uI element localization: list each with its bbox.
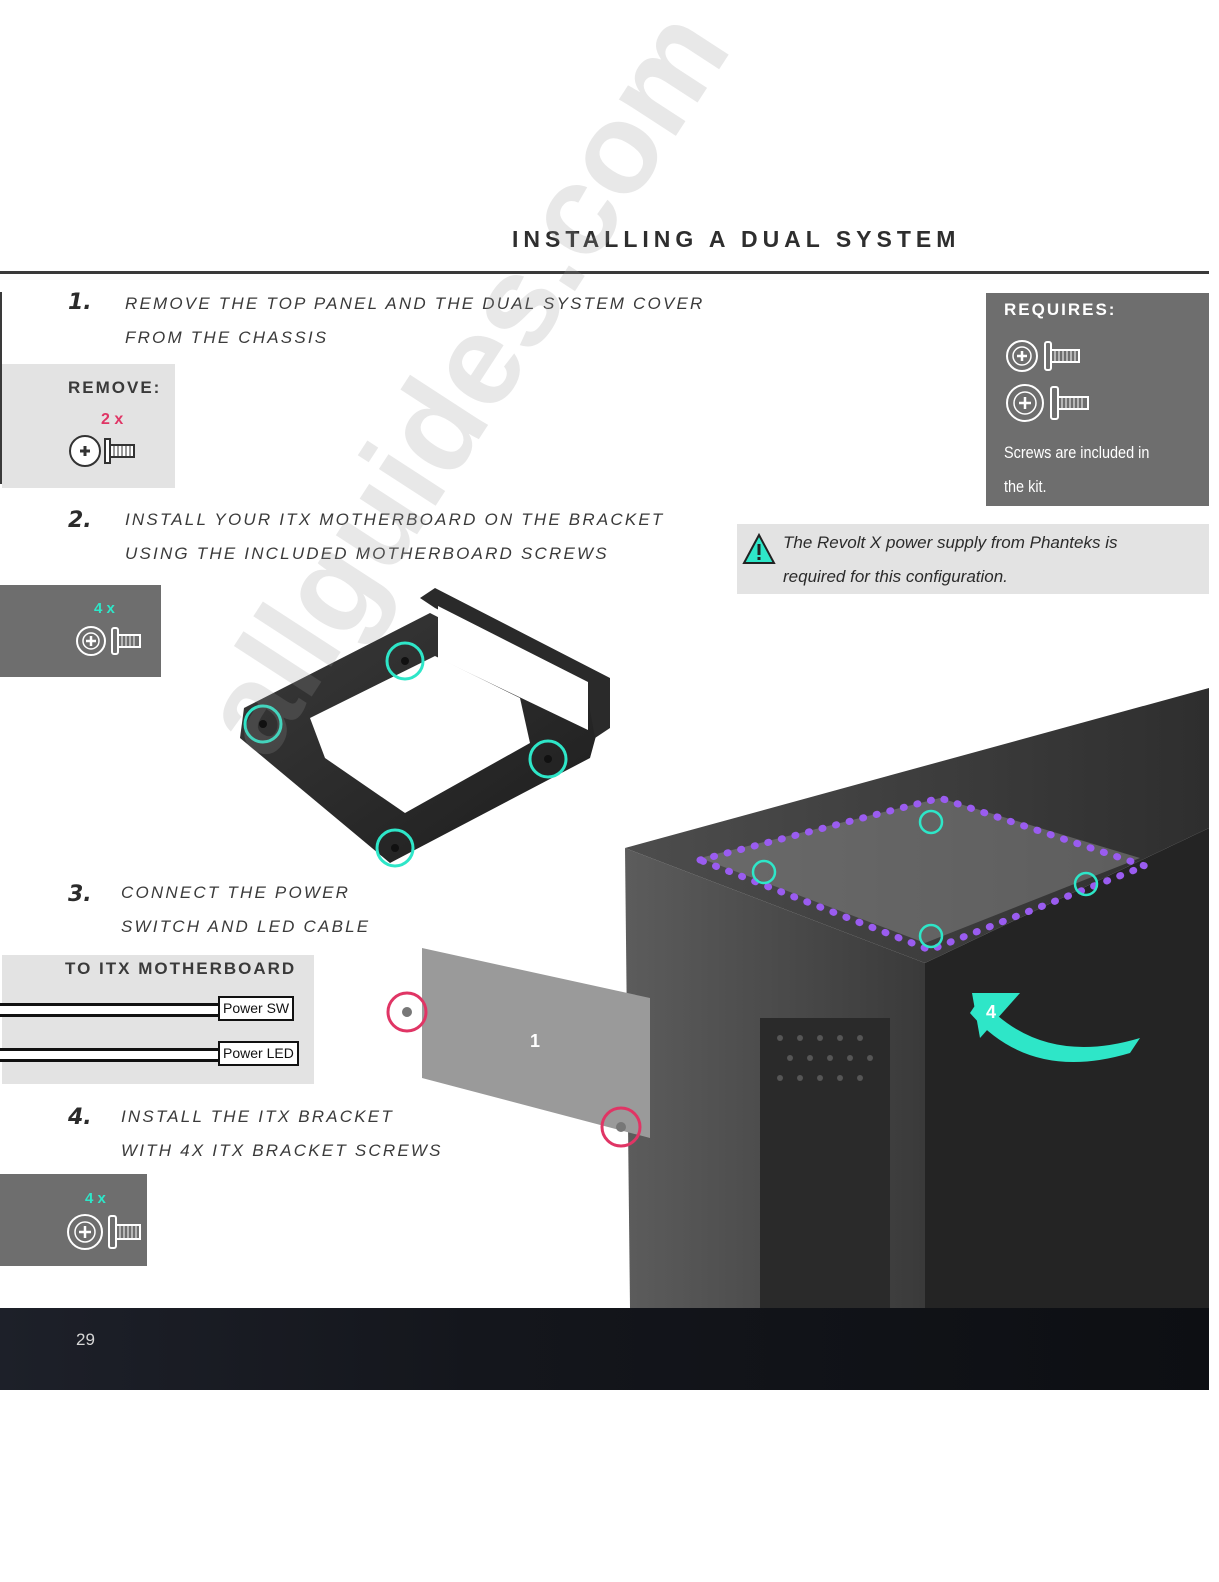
page-title: INSTALLING A DUAL SYSTEM [512,226,961,252]
screw-icon [1006,340,1080,372]
warning-line: required for this configuration. [783,567,1008,586]
step-1-number: 1. [68,290,92,315]
bracket-screw-marker [385,641,425,681]
bracket-screw-marker [243,704,283,744]
step-3-line: CONNECT THE POWER [121,883,351,902]
screw-icon [67,1214,141,1250]
requires-note-line: Screws are included in [1004,443,1150,462]
power-led-label: Power LED [218,1041,299,1066]
remove-title: REMOVE: [68,378,162,397]
step-2-number: 2. [68,508,92,533]
step-4-line: INSTALL THE ITX BRACKET [121,1107,394,1126]
step-3-line: SWITCH AND LED CABLE [121,917,371,936]
warning-triangle-icon [742,533,776,564]
step-4-screw-count: 4 x [85,1190,106,1207]
bracket-screw-marker [528,739,568,779]
bracket-screw-marker [375,828,415,868]
page-number: 29 [76,1330,95,1349]
step-2-screw-count: 4 x [94,600,115,617]
step-4-number: 4. [68,1105,92,1130]
itx-bracket-illustration [240,588,610,868]
warning-text: The Revolt X power supply from Phanteks … [783,526,1117,594]
step-3-number: 3. [68,882,92,907]
requires-note-line: the kit. [1004,477,1047,496]
callout-1-label: 1 [530,1031,541,1051]
power-sw-label: Power SW [218,996,295,1021]
itx-cable-title: TO ITX MOTHERBOARD [65,959,297,978]
requires-title: REQUIRES: [1004,300,1117,319]
step-1-line: REMOVE THE TOP PANEL AND THE DUAL SYSTEM… [125,294,705,313]
step-4-text: INSTALL THE ITX BRACKET WITH 4X ITX BRAC… [121,1100,443,1168]
step-2-line: USING THE INCLUDED MOTHERBOARD SCREWS [125,544,609,563]
step-2-text: INSTALL YOUR ITX MOTHERBOARD ON THE BRAC… [125,503,665,571]
screw-icon [69,435,135,467]
power-sw-cable [0,1003,222,1017]
step-2-line: INSTALL YOUR ITX MOTHERBOARD ON THE BRAC… [125,510,665,529]
requires-note: Screws are included in the kit. [1004,436,1149,504]
left-margin-rule [0,292,2,484]
callout-4-label: 4 [986,1002,997,1022]
requires-panel [986,293,1209,506]
step-1-line: FROM THE CHASSIS [125,328,329,347]
screw-icon [1006,384,1089,422]
footer-bar [0,1308,1209,1390]
screw-icon [76,626,141,656]
step-1-text: REMOVE THE TOP PANEL AND THE DUAL SYSTEM… [125,287,705,355]
step-3-text: CONNECT THE POWER SWITCH AND LED CABLE [121,876,370,944]
title-divider [0,271,1209,274]
remove-count: 2 x [101,411,124,428]
pc-case-illustration [386,688,1209,1308]
warning-panel [737,524,1209,594]
warning-line: The Revolt X power supply from Phanteks … [783,533,1118,552]
power-led-cable [0,1048,222,1062]
step-4-line: WITH 4X ITX BRACKET SCREWS [121,1141,443,1160]
remove-panel [2,364,175,488]
